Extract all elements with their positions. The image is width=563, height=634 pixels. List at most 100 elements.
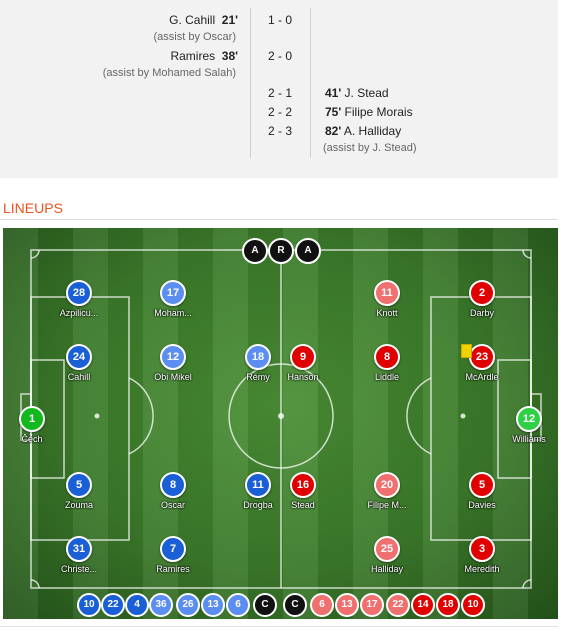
goal-scorer: Filipe Morais	[344, 105, 413, 119]
official-referee[interactable]: R	[268, 238, 294, 264]
away-player[interactable]: 3 Meredith	[447, 536, 517, 574]
bench-player-away[interactable]: 14	[411, 593, 435, 617]
player-name: Čech	[21, 434, 43, 444]
player-number: 11	[374, 280, 400, 306]
away-player[interactable]: 11 Knott	[352, 280, 422, 318]
player-name: Cahill	[67, 372, 91, 382]
goal-summary: G. Cahill 21' (assist by Oscar) 1 - 0 Ra…	[0, 0, 558, 178]
goal-minute: 38'	[221, 49, 238, 63]
goal-scorer: A. Halliday	[343, 124, 402, 138]
official-assistant-referee[interactable]: A	[295, 238, 321, 264]
player-number: 28	[66, 280, 92, 306]
goal-score: 1 - 0	[267, 13, 292, 27]
player-name: Moham...	[154, 308, 192, 318]
player-name: Hanson	[287, 372, 319, 382]
heading-divider	[0, 219, 558, 220]
away-player[interactable]: 23 McArdle	[447, 344, 517, 382]
player-name: Liddle	[374, 372, 400, 382]
bench-player-home[interactable]: 4	[125, 593, 149, 617]
goal-score: 2 - 3	[267, 124, 292, 138]
bench-player-home[interactable]: 6	[226, 593, 250, 617]
away-player[interactable]: 2 Darby	[447, 280, 517, 318]
goal-score: 2 - 0	[267, 49, 292, 63]
bench-player-away[interactable]: 17	[360, 593, 384, 617]
home-player[interactable]: 1 Čech	[0, 406, 67, 444]
away-player[interactable]: 12 Williams	[494, 406, 563, 444]
player-number: 8	[374, 344, 400, 370]
goal-minute: 41'	[325, 86, 342, 100]
player-number: 12	[160, 344, 186, 370]
bench-player-away[interactable]: 6	[310, 593, 334, 617]
player-number: 20	[374, 472, 400, 498]
player-name: Meredith	[464, 564, 500, 574]
home-goal-1: G. Cahill 21'	[169, 13, 238, 27]
player-name: Darby	[469, 308, 494, 318]
home-player[interactable]: 8 Oscar	[138, 472, 208, 510]
goal-score: 2 - 1	[267, 86, 292, 100]
player-number: 3	[469, 536, 495, 562]
player-number: 5	[66, 472, 92, 498]
home-player[interactable]: 7 Ramires	[138, 536, 208, 574]
player-name: McArdle	[465, 372, 499, 382]
bench-player-away[interactable]: 18	[436, 593, 460, 617]
bench-player-home[interactable]: 22	[101, 593, 125, 617]
away-player[interactable]: 20 Filipe M...	[352, 472, 422, 510]
bottom-divider	[0, 626, 558, 627]
player-number: 7	[160, 536, 186, 562]
goal-scorer: Ramires	[170, 49, 216, 63]
home-player[interactable]: 28 Azpilicu...	[44, 280, 114, 318]
bench-player-home[interactable]: 36	[149, 593, 173, 617]
goal-minute: 75'	[325, 105, 342, 119]
bench-player-home[interactable]: 26	[176, 593, 200, 617]
home-player[interactable]: 17 Moham...	[138, 280, 208, 318]
home-player[interactable]: 18 Rémy	[223, 344, 293, 382]
away-player[interactable]: 5 Davies	[447, 472, 517, 510]
away-player[interactable]: 16 Stead	[268, 472, 338, 510]
substitutes-bench: 10 22 4 36 26 13 6 C C 6 13 17 22 14 18 …	[0, 593, 563, 619]
bench-player-away[interactable]: 10	[461, 593, 485, 617]
player-number: 12	[516, 406, 542, 432]
player-number: 5	[469, 472, 495, 498]
official-assistant-referee[interactable]: A	[242, 238, 268, 264]
player-number: 11	[245, 472, 271, 498]
goal-minute: 21'	[221, 13, 238, 27]
player-name: Zouma	[64, 500, 93, 510]
player-name: Williams	[512, 434, 546, 444]
away-player[interactable]: 9 Hanson	[268, 344, 338, 382]
divider-left	[250, 8, 251, 158]
bench-player-home[interactable]: 10	[77, 593, 101, 617]
player-name: Knott	[376, 308, 398, 318]
home-player[interactable]: 11 Drogba	[223, 472, 293, 510]
goal-assist: (assist by Oscar)	[153, 31, 236, 43]
player-number: 25	[374, 536, 400, 562]
away-player[interactable]: 8 Liddle	[352, 344, 422, 382]
player-number: 1	[19, 406, 45, 432]
yellow-card-icon	[461, 344, 472, 358]
coach-away[interactable]: C	[283, 593, 307, 617]
home-player[interactable]: 5 Zouma	[44, 472, 114, 510]
player-name: Filipe M...	[367, 500, 407, 510]
player-number: 31	[66, 536, 92, 562]
away-goal-1: 41' J. Stead	[325, 86, 389, 100]
player-name: Azpilicu...	[59, 308, 99, 318]
away-player[interactable]: 25 Halliday	[352, 536, 422, 574]
player-number: 2	[469, 280, 495, 306]
bench-player-away[interactable]: 13	[335, 593, 359, 617]
player-number: 23	[469, 344, 495, 370]
home-player[interactable]: 31 Christe...	[44, 536, 114, 574]
coach-home[interactable]: C	[253, 593, 277, 617]
home-player[interactable]: 12 Obi Mikel	[138, 344, 208, 382]
divider-right	[310, 8, 311, 158]
away-goal-3: 82' A. Halliday	[325, 124, 401, 138]
lineups-heading: LINEUPS	[3, 200, 63, 216]
player-number: 8	[160, 472, 186, 498]
goal-assist: (assist by J. Stead)	[323, 142, 417, 154]
player-number: 16	[290, 472, 316, 498]
player-name: Oscar	[160, 500, 185, 510]
player-number: 24	[66, 344, 92, 370]
player-name: Stead	[291, 500, 315, 510]
bench-player-away[interactable]: 22	[386, 593, 410, 617]
home-player[interactable]: 24 Cahill	[44, 344, 114, 382]
bench-player-home[interactable]: 13	[201, 593, 225, 617]
goal-scorer: G. Cahill	[169, 13, 216, 27]
